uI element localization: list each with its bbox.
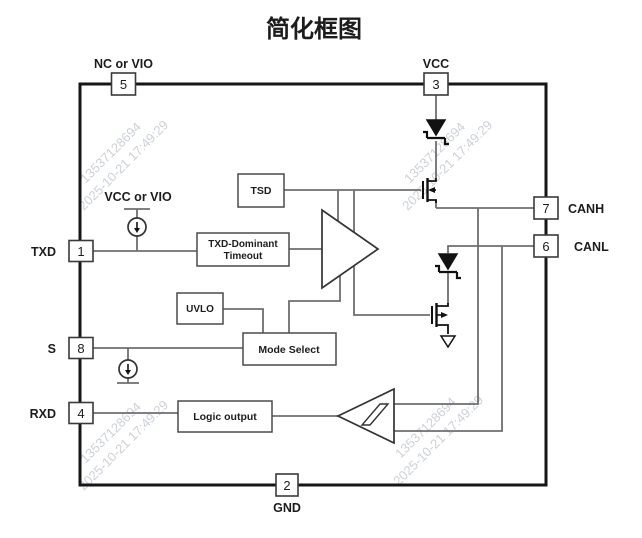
pin-4-label: RXD bbox=[30, 407, 56, 421]
schottky-diode-high-icon bbox=[423, 119, 449, 146]
pin-4: 4 RXD bbox=[30, 401, 94, 425]
block-mode-select: Mode Select bbox=[242, 332, 337, 366]
pin-5-number: 5 bbox=[120, 77, 127, 92]
pin-1-label: TXD bbox=[31, 245, 56, 259]
chip-outline bbox=[78, 82, 548, 487]
block-txd-timeout-label-1: TXD-Dominant bbox=[208, 239, 278, 250]
ground-icon bbox=[439, 335, 457, 349]
wire-receiver-canh bbox=[394, 208, 479, 405]
block-txd-dominant-timeout: TXD-Dominant Timeout bbox=[196, 232, 290, 267]
diagram-title: 简化框图 bbox=[266, 15, 362, 43]
block-uvlo: UVLO bbox=[176, 292, 224, 325]
pin-7-label: CANH bbox=[568, 202, 604, 216]
pin-5-label: NC or VIO bbox=[94, 57, 153, 71]
pin-2: 2 GND bbox=[273, 473, 301, 515]
block-tsd-label: TSD bbox=[251, 185, 272, 197]
pin-2-number: 2 bbox=[283, 478, 290, 493]
pin-4-number: 4 bbox=[77, 406, 84, 421]
pin-6: 6 CANL bbox=[533, 234, 609, 258]
pin-5: 5 NC or VIO bbox=[94, 57, 153, 96]
low-side-mosfet-icon bbox=[431, 303, 457, 349]
wire-uvlo-modeselect bbox=[223, 308, 264, 333]
pin-7: 7 CANH bbox=[533, 196, 604, 220]
vcc-or-vio-label: VCC or VIO bbox=[104, 190, 172, 204]
pin-3-number: 3 bbox=[432, 77, 439, 92]
wires bbox=[92, 95, 534, 432]
pin-3: 3 VCC bbox=[423, 57, 449, 96]
pin-3-label: VCC bbox=[423, 57, 449, 71]
current-source-txd-icon bbox=[127, 217, 147, 237]
wire-canl bbox=[447, 245, 534, 253]
block-logic-output-label: Logic output bbox=[193, 411, 257, 423]
driver-amp-icon bbox=[321, 208, 380, 290]
block-mode-select-label: Mode Select bbox=[258, 344, 320, 356]
pin-1-number: 1 bbox=[77, 244, 84, 259]
hysteresis-icon bbox=[360, 403, 390, 426]
pin-1: 1 TXD bbox=[31, 239, 94, 263]
wire-driver-bottom-out bbox=[353, 266, 430, 316]
block-logic-output: Logic output bbox=[177, 400, 273, 433]
block-tsd: TSD bbox=[237, 173, 285, 208]
pin-8-label: S bbox=[48, 342, 56, 356]
high-side-mosfet-icon bbox=[422, 178, 437, 203]
wire-driver-modeselect bbox=[288, 276, 341, 333]
wire-receiver-canl bbox=[394, 246, 503, 432]
block-txd-timeout-label-2: Timeout bbox=[224, 251, 263, 262]
pin-7-number: 7 bbox=[542, 201, 549, 216]
pin-8-number: 8 bbox=[77, 341, 84, 356]
schottky-diode-low-icon bbox=[435, 253, 461, 280]
block-uvlo-label: UVLO bbox=[186, 304, 214, 315]
pin-2-label: GND bbox=[273, 501, 301, 515]
current-source-s-icon bbox=[118, 359, 138, 379]
pin-6-number: 6 bbox=[542, 239, 549, 254]
pin-6-label: CANL bbox=[574, 240, 609, 254]
receiver-amp-icon bbox=[336, 387, 395, 445]
pin-8: 8 S bbox=[48, 336, 94, 360]
